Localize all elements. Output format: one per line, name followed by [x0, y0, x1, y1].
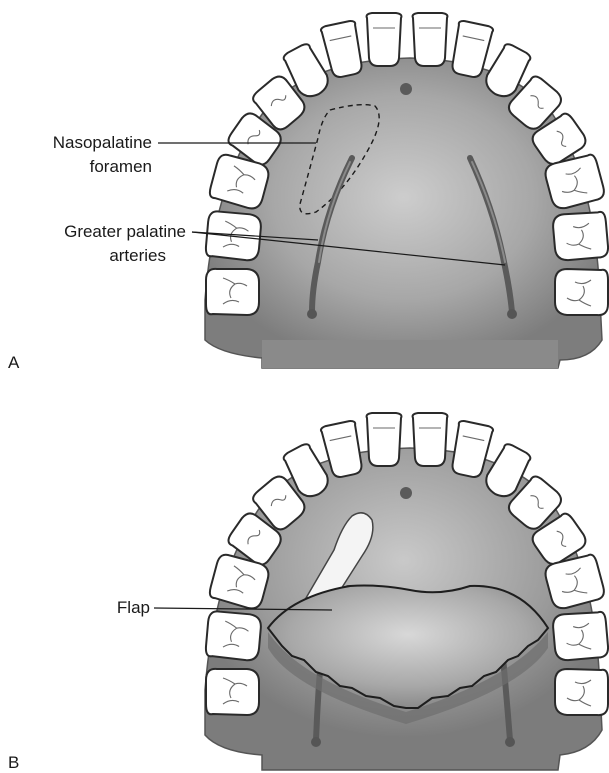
label-flap: Flap: [117, 598, 150, 617]
panel-b: Flap B: [8, 413, 609, 772]
panel-letter-a: A: [8, 353, 20, 372]
incisive-papilla-b: [400, 487, 412, 499]
label-greater-palatine-line2: arteries: [109, 246, 166, 265]
panel-a: Nasopalatine foramen Greater palatine ar…: [8, 13, 609, 372]
label-nasopalatine-line2: foramen: [90, 157, 152, 176]
label-greater-palatine-line1: Greater palatine: [64, 222, 186, 241]
panel-letter-b: B: [8, 753, 19, 772]
label-nasopalatine-line1: Nasopalatine: [53, 133, 152, 152]
incisive-papilla-a: [400, 83, 412, 95]
